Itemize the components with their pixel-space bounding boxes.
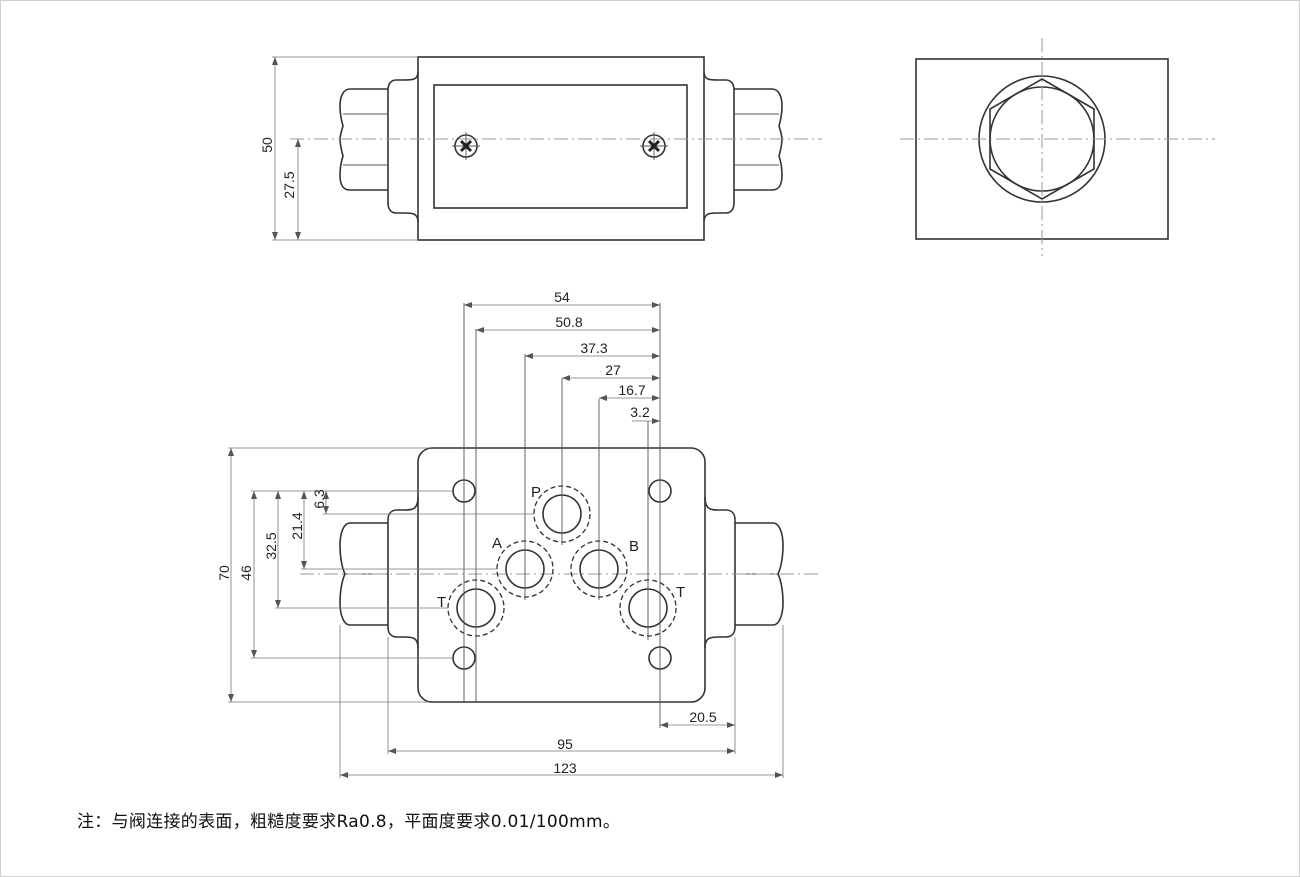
dim-95: 95 <box>557 736 573 752</box>
dim-50-8: 50.8 <box>555 314 582 330</box>
screw-icon <box>640 132 668 160</box>
dim-height-27-5: 27.5 <box>281 171 297 198</box>
surface-requirement-note: 注：与阀连接的表面，粗糙度要求Ra0.8，平面度要求0.01/100mm。 <box>77 812 621 832</box>
dim-3-2: 3.2 <box>630 404 650 420</box>
left-flange <box>387 71 419 223</box>
right-flange <box>703 71 735 223</box>
hexagon <box>989 78 1095 200</box>
port-label-A: A <box>492 535 502 552</box>
port-label-B: B <box>629 538 639 555</box>
dim-37-3: 37.3 <box>580 340 607 356</box>
left-flange <box>387 496 419 649</box>
dim-70: 70 <box>216 565 232 581</box>
dim-32-5: 32.5 <box>263 532 279 559</box>
port-label-T-right: T <box>676 584 685 601</box>
top-view: 50 27.5 <box>259 56 822 241</box>
dim-20-5: 20.5 <box>689 709 716 725</box>
left-hex-nut <box>339 88 388 191</box>
screw-icon <box>452 132 480 160</box>
dim-123: 123 <box>553 760 577 776</box>
dim-height-50: 50 <box>259 137 275 153</box>
dim-46: 46 <box>238 565 254 581</box>
right-hex-nut <box>734 88 783 191</box>
top-view-body <box>417 56 705 241</box>
dim-6-3: 6.3 <box>311 489 327 509</box>
mount-body <box>417 447 706 703</box>
dim-54: 54 <box>554 289 570 305</box>
top-view-nameplate <box>433 84 688 209</box>
right-flange <box>704 496 736 649</box>
side-view <box>900 38 1215 256</box>
port-label-T-left: T <box>437 594 446 611</box>
dim-21-4: 21.4 <box>289 512 305 539</box>
dim-27: 27 <box>605 362 621 378</box>
mounting-face-view: P A B T T 54 50.8 37.3 27 16.7 3.2 70 <box>216 289 822 778</box>
port-label-P: P <box>531 484 541 501</box>
dim-16-7: 16.7 <box>618 382 645 398</box>
